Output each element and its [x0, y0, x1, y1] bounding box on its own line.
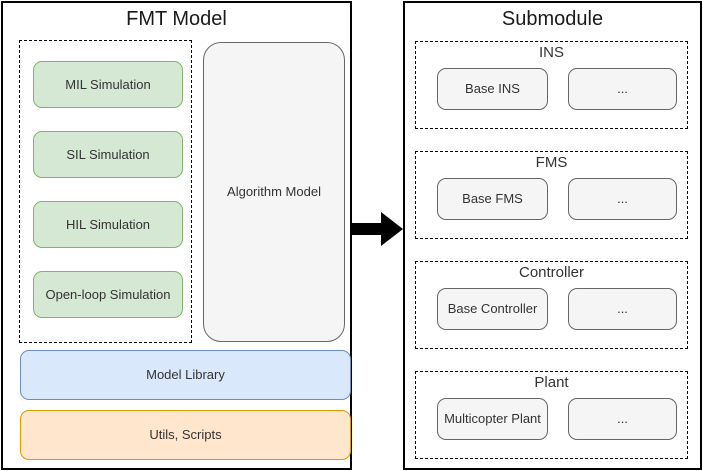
- multicopter-plant-label: Multicopter Plant: [444, 411, 541, 427]
- model-library-label: Model Library: [146, 367, 225, 383]
- hil-simulation-box: HIL Simulation: [33, 201, 183, 248]
- fms-group: FMS Base FMS ...: [415, 151, 688, 239]
- sil-simulation-label: SIL Simulation: [66, 146, 150, 162]
- mil-simulation-label: MIL Simulation: [65, 76, 151, 92]
- utils-scripts-box: Utils, Scripts: [20, 410, 351, 460]
- fmt-model-title: FMT Model: [126, 8, 227, 30]
- mil-simulation-box: MIL Simulation: [33, 61, 183, 108]
- base-controller-label: Base Controller: [447, 301, 538, 317]
- model-library-box: Model Library: [20, 350, 351, 400]
- simulation-group: MIL Simulation SIL Simulation HIL Simula…: [19, 40, 192, 343]
- fms-more-box: ...: [568, 178, 677, 220]
- utils-scripts-label: Utils, Scripts: [149, 427, 222, 443]
- open-loop-simulation-label: Open-loop Simulation: [45, 286, 171, 302]
- base-ins-box: Base INS: [437, 68, 548, 110]
- plant-group: Plant Multicopter Plant ...: [415, 371, 688, 459]
- submodule-panel: Submodule INS Base INS ... FMS Base FMS …: [403, 1, 702, 470]
- base-fms-label: Base FMS: [462, 191, 523, 207]
- plant-more-label: ...: [617, 411, 628, 427]
- controller-group: Controller Base Controller ...: [415, 261, 688, 349]
- fms-more-label: ...: [617, 191, 628, 207]
- ins-group-label: INS: [538, 44, 564, 61]
- hil-simulation-label: HIL Simulation: [65, 216, 151, 232]
- plant-more-box: ...: [568, 398, 677, 440]
- algorithm-model-label: Algorithm Model: [227, 184, 321, 200]
- plant-group-label: Plant: [534, 374, 569, 391]
- base-controller-box: Base Controller: [437, 288, 548, 330]
- controller-group-label: Controller: [518, 264, 585, 281]
- ins-group: INS Base INS ...: [415, 41, 688, 129]
- ins-more-label: ...: [617, 81, 628, 97]
- flow-arrow-icon: [351, 212, 403, 246]
- fmt-model-panel: FMT Model MIL Simulation SIL Simulation …: [1, 1, 352, 470]
- ins-more-box: ...: [568, 68, 677, 110]
- controller-more-box: ...: [568, 288, 677, 330]
- base-fms-box: Base FMS: [437, 178, 548, 220]
- open-loop-simulation-box: Open-loop Simulation: [33, 271, 183, 318]
- fms-group-label: FMS: [535, 154, 568, 171]
- algorithm-model-box: Algorithm Model: [203, 42, 345, 342]
- base-ins-label: Base INS: [465, 81, 520, 97]
- sil-simulation-box: SIL Simulation: [33, 131, 183, 178]
- multicopter-plant-box: Multicopter Plant: [437, 398, 548, 440]
- submodule-title: Submodule: [501, 8, 604, 30]
- controller-more-label: ...: [617, 301, 628, 317]
